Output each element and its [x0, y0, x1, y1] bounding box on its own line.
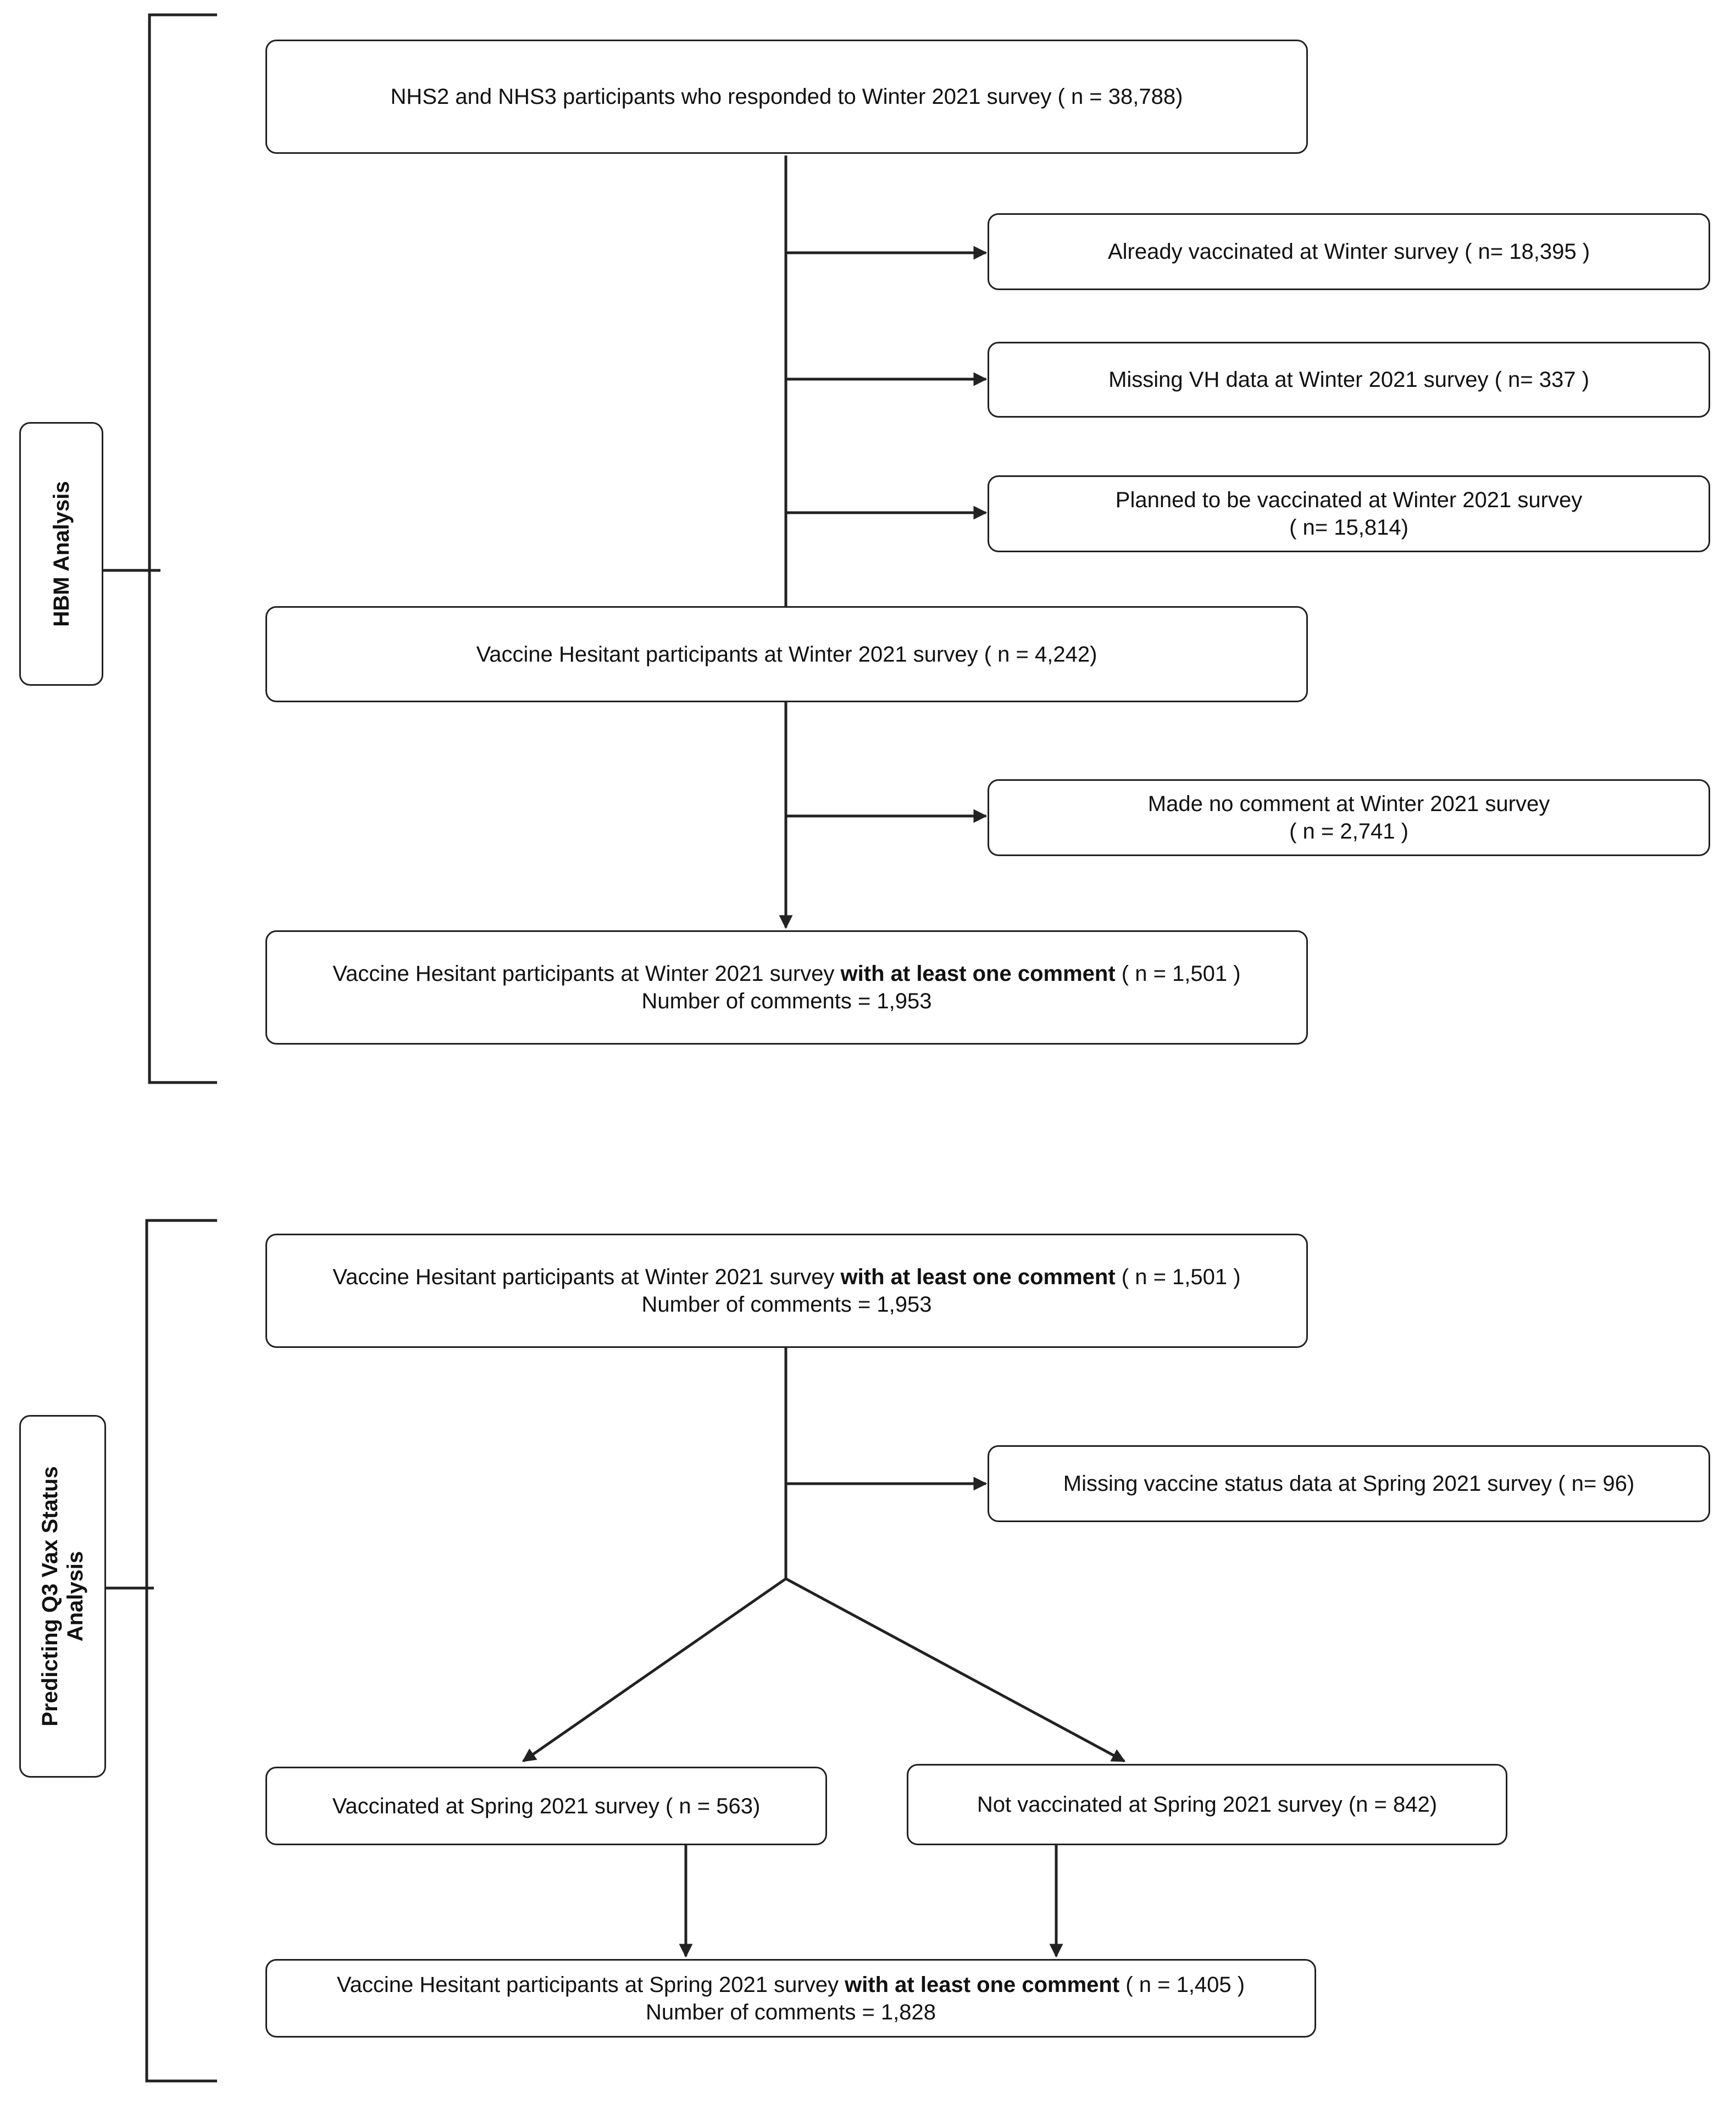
- q3-final-line2: Number of comments = 1,828: [645, 2000, 936, 2024]
- q3-start-line1-pre: Vaccine Hesitant participants at Winter …: [332, 1265, 841, 1289]
- not-vaccinated-box: Not vaccinated at Spring 2021 survey (n …: [907, 1764, 1507, 1845]
- not-vaccinated-text: Not vaccinated at Spring 2021 survey (n …: [977, 1792, 1438, 1817]
- q3-section-label: Predicting Q3 Vax Status Analysis: [37, 1466, 88, 1727]
- hbm-final-line2: Number of comments = 1,953: [641, 989, 932, 1013]
- excl-planned-box: Planned to be vaccinated at Winter 2021 …: [988, 475, 1710, 552]
- q3-start-line1-bold: with at least one comment: [840, 1265, 1116, 1289]
- q3-start-line1: Vaccine Hesitant participants at Winter …: [332, 1263, 1240, 1291]
- excl-planned-line1: Planned to be vaccinated at Winter 2021 …: [1115, 488, 1583, 512]
- vaccinated-box: Vaccinated at Spring 2021 survey ( n = 5…: [265, 1767, 827, 1845]
- q3-final-line1: Vaccine Hesitant participants at Spring …: [337, 1971, 1245, 1999]
- hbm-final-line1: Vaccine Hesitant participants at Winter …: [332, 960, 1240, 987]
- excl-vaccinated-box: Already vaccinated at Winter survey ( n=…: [988, 213, 1710, 290]
- excl-vaccinated-text: Already vaccinated at Winter survey ( n=…: [1107, 240, 1590, 264]
- q3-bracket: [145, 1219, 217, 2083]
- arrow-to-not-vaccinated: [785, 1577, 1126, 1763]
- excl-missing-status-box: Missing vaccine status data at Spring 20…: [988, 1445, 1710, 1522]
- q3-final-line1-pre: Vaccine Hesitant participants at Spring …: [336, 1972, 845, 1997]
- arrow-to-vaccinated: [522, 1577, 787, 1763]
- excl-no-comment-line1: Made no comment at Winter 2021 survey: [1147, 792, 1550, 816]
- vaccinated-text: Vaccinated at Spring 2021 survey ( n = 5…: [332, 1794, 761, 1818]
- q3-final-line1-post: ( n = 1,405 ): [1119, 1972, 1245, 1997]
- q3-section-label-line2: Analysis: [63, 1551, 87, 1642]
- excl-missing-status-text: Missing vaccine status data at Spring 20…: [1063, 1472, 1635, 1496]
- hbm-start-text: NHS2 and NHS3 participants who responded…: [390, 85, 1183, 109]
- hesitant-box: Vaccine Hesitant participants at Winter …: [265, 606, 1308, 702]
- excl-no-comment-box: Made no comment at Winter 2021 survey ( …: [988, 779, 1710, 856]
- q3-start-box: Vaccine Hesitant participants at Winter …: [265, 1234, 1308, 1348]
- hbm-final-line1-post: ( n = 1,501 ): [1115, 962, 1241, 986]
- hbm-final-box: Vaccine Hesitant participants at Winter …: [265, 930, 1308, 1045]
- excl-no-comment-line2: ( n = 2,741 ): [1289, 819, 1408, 843]
- hesitant-text: Vaccine Hesitant participants at Winter …: [476, 642, 1097, 667]
- excl-missing-vh-text: Missing VH data at Winter 2021 survey ( …: [1108, 368, 1589, 392]
- excl-planned-line2: ( n= 15,814): [1289, 515, 1408, 540]
- q3-final-box: Vaccine Hesitant participants at Spring …: [265, 1959, 1316, 2038]
- q3-final-line1-bold: with at least one comment: [845, 1972, 1120, 1997]
- hbm-final-line1-pre: Vaccine Hesitant participants at Winter …: [332, 962, 841, 986]
- q3-start-line2: Number of comments = 1,953: [641, 1292, 932, 1317]
- q3-section-label-line1: Predicting Q3 Vax Status: [38, 1466, 62, 1727]
- q3-section-label-box: Predicting Q3 Vax Status Analysis: [19, 1415, 106, 1778]
- hbm-start-box: NHS2 and NHS3 participants who responded…: [265, 40, 1308, 154]
- excl-missing-vh-box: Missing VH data at Winter 2021 survey ( …: [988, 342, 1710, 418]
- q3-start-line1-post: ( n = 1,501 ): [1115, 1265, 1241, 1289]
- hbm-section-label-box: HBM Analysis: [19, 422, 103, 686]
- hbm-section-label: HBM Analysis: [49, 481, 74, 627]
- hbm-bracket: [148, 13, 217, 1084]
- hbm-final-line1-bold: with at least one comment: [840, 962, 1116, 986]
